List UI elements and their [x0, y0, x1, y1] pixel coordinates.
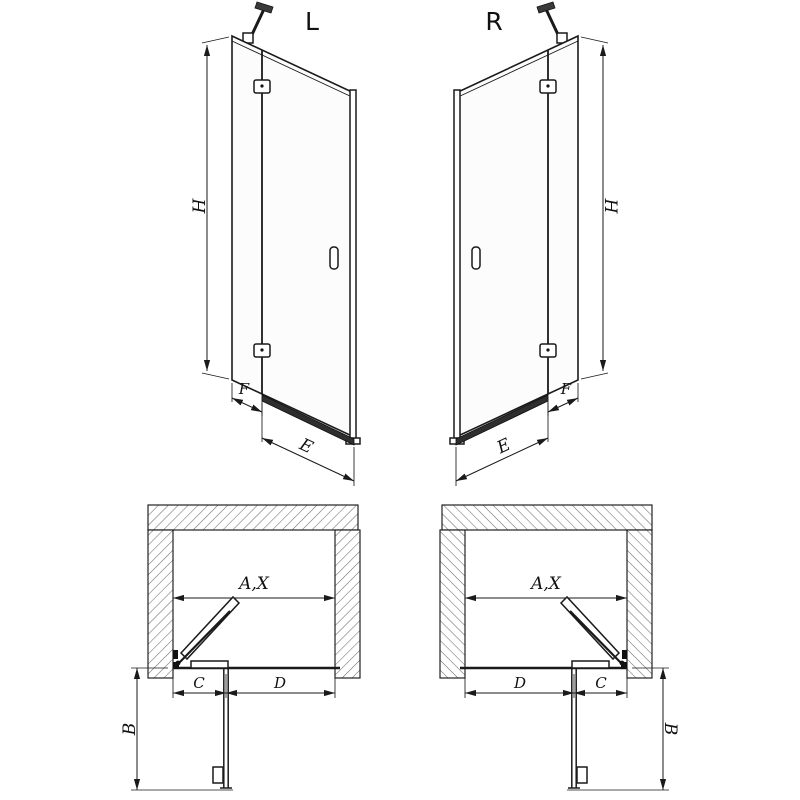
- opening-width-label-right: A,X: [529, 574, 562, 594]
- height-label-left: H: [190, 197, 210, 214]
- plan-view-left-geometry: [131, 505, 360, 790]
- d-label-left: D: [273, 674, 286, 692]
- height-label-right: H: [600, 198, 620, 215]
- c-label-left: C: [193, 674, 205, 692]
- front-view-right-geometry: [450, 2, 608, 486]
- plan-view-right-geometry: [440, 505, 669, 790]
- front-view-left-geometry: [202, 2, 360, 486]
- plan-view-right-labels: A,X D C B: [513, 574, 680, 735]
- fixed-width-label-right: F: [560, 380, 572, 398]
- swing-depth-label-left: B: [120, 723, 140, 737]
- c-label-right: C: [595, 674, 607, 692]
- opening-width-label-left: A,X: [237, 574, 270, 594]
- variant-label-right: R: [485, 7, 502, 36]
- swing-depth-label-right: B: [660, 722, 680, 736]
- plan-view-left-labels: A,X C D B: [120, 574, 286, 736]
- fixed-width-label-left: F: [238, 380, 250, 398]
- d-label-right: D: [513, 674, 526, 692]
- variant-label-left: L: [305, 7, 319, 36]
